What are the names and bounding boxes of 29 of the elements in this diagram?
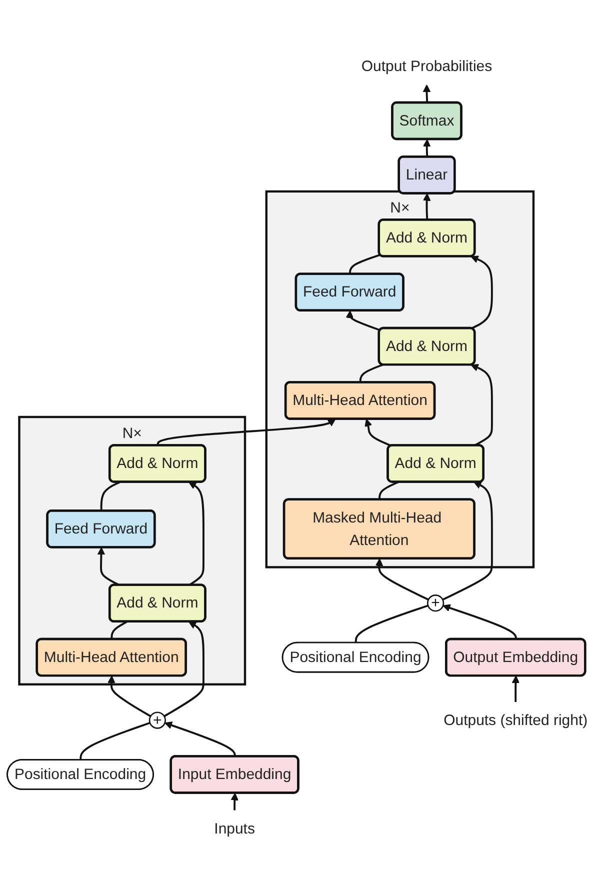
node-circle: + bbox=[148, 712, 166, 730]
arrow bbox=[470, 256, 493, 330]
arrow bbox=[164, 722, 236, 758]
connector bbox=[110, 621, 128, 640]
arrow bbox=[188, 482, 204, 586]
connector bbox=[359, 364, 383, 384]
arrow bbox=[230, 793, 238, 811]
node-text: Inputs bbox=[214, 820, 255, 838]
arrow bbox=[156, 419, 336, 446]
arrow bbox=[512, 676, 520, 702]
arrow bbox=[442, 482, 493, 601]
node-text: Outputs (shifted right) bbox=[444, 712, 588, 729]
arrow bbox=[108, 676, 152, 718]
node-circle: + bbox=[426, 594, 444, 612]
arrow bbox=[422, 140, 431, 158]
connector bbox=[80, 722, 150, 761]
arrow bbox=[164, 622, 204, 718]
node-text: Output Probabilities bbox=[361, 58, 492, 76]
connector bbox=[100, 482, 120, 512]
connector bbox=[354, 605, 428, 644]
arrow bbox=[346, 310, 381, 332]
arrow bbox=[470, 364, 493, 447]
connector bbox=[378, 482, 398, 500]
arrow bbox=[375, 558, 429, 601]
arrow bbox=[422, 194, 431, 221]
arrow bbox=[422, 84, 431, 104]
arrow bbox=[442, 604, 518, 640]
connector bbox=[349, 254, 381, 275]
arrow bbox=[364, 419, 392, 448]
